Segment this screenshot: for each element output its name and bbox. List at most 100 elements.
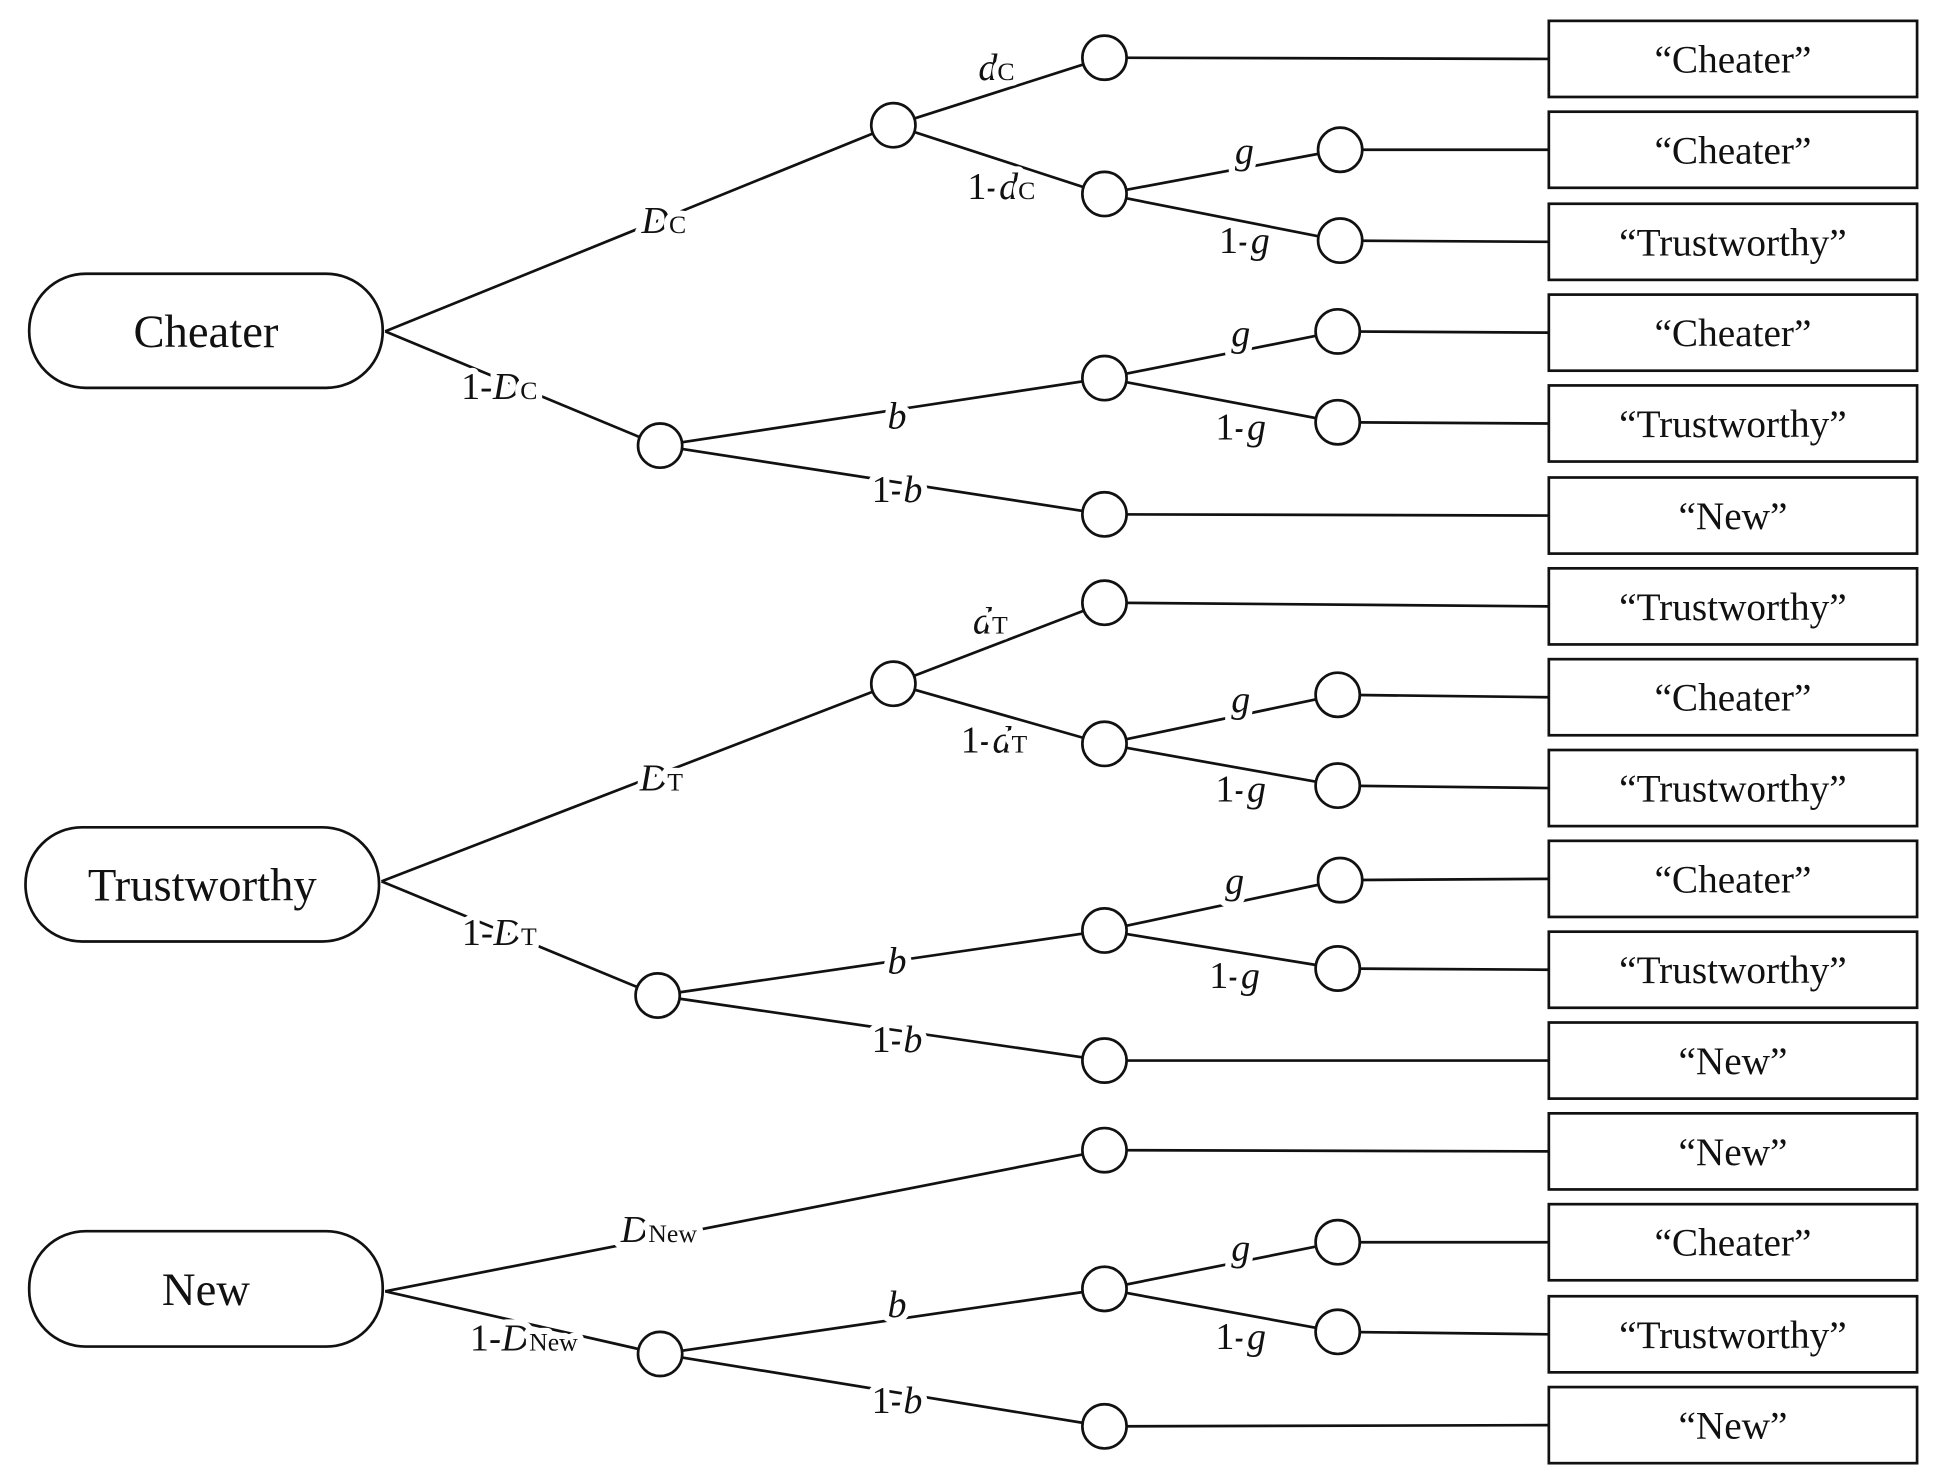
label-prefix: 1-: [872, 1019, 904, 1061]
leaf-node: [1316, 126, 1364, 174]
label-variable: g: [1231, 679, 1250, 721]
edge-label: DC: [640, 200, 686, 242]
leaf-line: [1337, 784, 1549, 790]
outcome-label: “Cheater”: [1654, 677, 1811, 720]
label-subscript: C: [997, 57, 1014, 86]
leaf-node: [1081, 579, 1128, 627]
edge-label: 1-dC: [967, 166, 1035, 208]
label-subscript: C: [1018, 176, 1035, 205]
edge-line: [1104, 929, 1338, 970]
leaf-line: [1340, 877, 1549, 882]
leaf-line: [1337, 1330, 1549, 1336]
label-prefix: 1-: [462, 912, 494, 954]
leaf-line: [1104, 601, 1549, 608]
label-variable: d: [992, 719, 1012, 761]
edge-label: 1-DT: [462, 912, 537, 954]
outcome-box: [1547, 930, 1919, 1010]
edge-label: 1-b: [872, 1380, 923, 1422]
outcome-label: “Cheater”: [1654, 129, 1811, 172]
label-subscript: C: [669, 210, 686, 239]
leaf-node: [1314, 762, 1362, 810]
outcome-label: “Trustworthy”: [1619, 1314, 1847, 1357]
edge-label: DT: [639, 758, 683, 800]
edge-label: 1-DC: [461, 366, 537, 408]
label-variable: b: [903, 1380, 922, 1422]
edge-line: [892, 601, 1105, 685]
chance-node: [1081, 906, 1128, 954]
leaf-node: [1314, 671, 1362, 719]
edge-line: [1104, 376, 1338, 424]
outcome-label: “Cheater”: [1654, 1222, 1811, 1265]
outcome-label: “New”: [1678, 1040, 1787, 1083]
state-label: New: [162, 1264, 250, 1316]
label-variable: g: [1247, 406, 1266, 448]
outcome-box: [1547, 566, 1919, 646]
outcome-box: [1547, 19, 1919, 99]
label-variable: b: [888, 395, 907, 437]
edge-line: [659, 444, 1105, 516]
label-subscript: T: [521, 922, 537, 951]
leaf-node: [1081, 1402, 1128, 1450]
label-prefix: 1-: [470, 1317, 502, 1359]
outcome-box: [1547, 110, 1919, 190]
outcome-label: “New”: [1678, 495, 1787, 538]
edge-line: [657, 929, 1105, 997]
leaf-node: [1081, 34, 1128, 82]
leaf-node: [1081, 1037, 1128, 1085]
edge-line: [384, 1148, 1105, 1293]
label-variable: D: [492, 366, 520, 408]
label-prefix: 1-: [872, 1380, 904, 1422]
label-variable: D: [620, 1209, 648, 1251]
edge-label: 1-g: [1215, 406, 1266, 448]
leaf-line: [1337, 420, 1549, 425]
leaf-node: [1314, 945, 1362, 992]
nodes: “Cheater” “Cheater” “Trustworthy” “Cheater”…: [24, 19, 1919, 1465]
leaf-line: [1337, 967, 1549, 972]
edge-label: 1-g: [1219, 220, 1270, 262]
label-variable: g: [1231, 313, 1250, 355]
chance-node: [636, 422, 684, 470]
edges: [380, 56, 1549, 1428]
edge-line: [380, 682, 894, 883]
edge-line: [384, 1290, 661, 1356]
label-prefix: 1-: [461, 366, 493, 408]
edge-line: [1104, 330, 1338, 380]
outcome-box: [1547, 1202, 1919, 1282]
leaf-node: [1314, 1308, 1362, 1356]
outcome-label: “New”: [1678, 1131, 1787, 1174]
outcome-box: [1547, 384, 1919, 463]
leaf-node: [1081, 1126, 1128, 1174]
outcome-label: “Cheater”: [1654, 858, 1811, 901]
label-subscript: New: [529, 1327, 578, 1356]
state-node: [24, 825, 381, 943]
leaf-line: [1104, 1148, 1549, 1153]
label-prefix: 1-: [1215, 406, 1247, 448]
edge-label: g: [1231, 679, 1250, 721]
leaf-node: [1314, 307, 1362, 355]
label-variable: g: [1231, 1228, 1250, 1270]
edge-line: [384, 123, 894, 333]
edge-line: [384, 330, 661, 447]
outcome-box: [1547, 1021, 1919, 1100]
edge-label: b: [888, 940, 907, 982]
edge-label: dC: [978, 47, 1014, 89]
outcome-label: “Trustworthy”: [1619, 949, 1847, 992]
edge-label: g: [1231, 1228, 1250, 1270]
state-label: Trustworthy: [88, 859, 318, 911]
label-variable: D: [639, 758, 667, 800]
label-prefix: 1-: [967, 166, 999, 208]
chance-node: [869, 660, 917, 708]
outcome-box: [1547, 293, 1919, 373]
edge-line: [1104, 693, 1338, 746]
outcome-box: [1547, 1385, 1919, 1465]
leaf-line: [1104, 512, 1549, 517]
leaf-line: [1337, 693, 1549, 699]
label-variable: D: [493, 912, 521, 954]
leaf-node: [1316, 856, 1364, 904]
outcome-box: [1547, 1294, 1919, 1374]
label-subscript: T: [667, 768, 683, 797]
label-prefix: 1-: [872, 469, 904, 511]
label-prefix: 1-: [1215, 1316, 1247, 1358]
edge-line: [1104, 1240, 1338, 1291]
